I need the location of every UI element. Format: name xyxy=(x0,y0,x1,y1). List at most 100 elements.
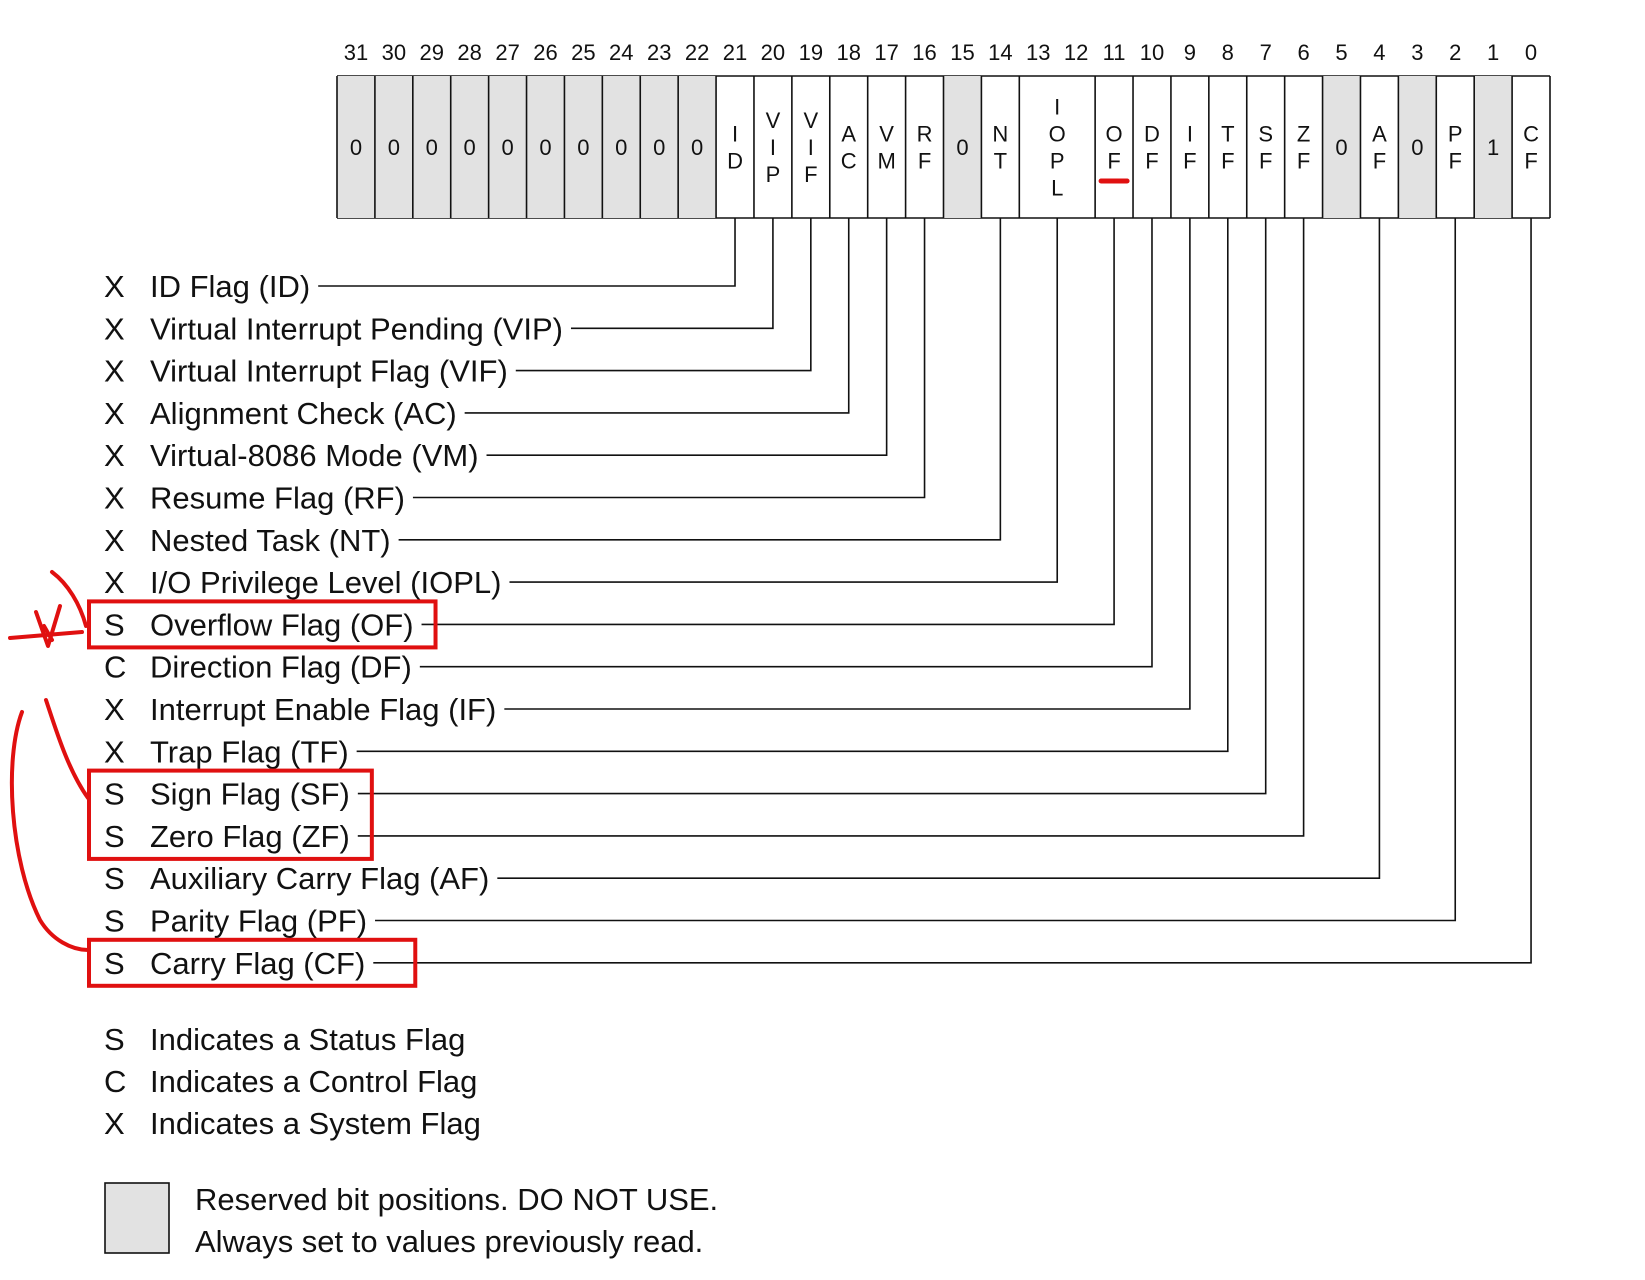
reserved-cell-30 xyxy=(374,76,413,218)
cell-label-22: 0 xyxy=(691,135,703,160)
cell-label-8: F xyxy=(1221,149,1234,174)
bit-number-29: 29 xyxy=(420,40,444,65)
cell-label-21: I xyxy=(732,122,738,147)
cell-label-1: 1 xyxy=(1487,135,1499,160)
cell-label-26: 0 xyxy=(539,135,551,160)
cell-label-18: A xyxy=(841,122,856,147)
cell-label-6: F xyxy=(1297,149,1310,174)
bit-number-28: 28 xyxy=(457,40,481,65)
connector-14 xyxy=(398,218,1002,541)
flag-name-9: Interrupt Enable Flag (IF) xyxy=(150,692,496,727)
connector-lines xyxy=(318,218,1532,964)
bit-number-17: 17 xyxy=(874,40,898,65)
flag-type-4: S xyxy=(104,861,125,896)
cell-label-13: P xyxy=(1050,149,1065,174)
reserved-swatch xyxy=(104,1182,170,1254)
cell-label-19: F xyxy=(804,162,817,187)
red-annotations xyxy=(8,178,1130,988)
flag-type-14: X xyxy=(104,523,125,558)
legend-type-S: S xyxy=(104,1022,125,1057)
flag-name-0: Carry Flag (CF) xyxy=(150,946,365,981)
cell-label-11: F xyxy=(1107,149,1120,174)
flag-name-7: Sign Flag (SF) xyxy=(150,777,350,812)
bit-number-14: 14 xyxy=(988,40,1012,65)
reserved-cell-22 xyxy=(678,76,717,218)
connector-19 xyxy=(515,218,812,372)
cell-label-10: D xyxy=(1144,122,1160,147)
cell-label-29: 0 xyxy=(426,135,438,160)
legend-type-X: X xyxy=(104,1106,125,1141)
bit-number-12: 12 xyxy=(1064,40,1088,65)
cell-label-20: I xyxy=(770,135,776,160)
flag-type-20: X xyxy=(104,311,125,346)
cell-label-19: V xyxy=(803,108,818,133)
flag-type-11: S xyxy=(104,607,125,642)
cell-label-27: 0 xyxy=(501,135,513,160)
bit-number-26: 26 xyxy=(533,40,557,65)
bit-number-25: 25 xyxy=(571,40,595,65)
connector-18 xyxy=(464,218,850,414)
reserved-cell-28 xyxy=(450,76,489,218)
bit-number-1: 1 xyxy=(1487,40,1499,65)
reserved-cell-3 xyxy=(1398,76,1437,218)
cell-label-14: N xyxy=(992,122,1008,147)
cell-label-30: 0 xyxy=(388,135,400,160)
flag-name-10: Direction Flag (DF) xyxy=(150,650,412,685)
bit-number-8: 8 xyxy=(1222,40,1234,65)
reserved-cell-25 xyxy=(564,76,603,218)
bit-number-13: 13 xyxy=(1026,40,1050,65)
reserved-note-line2: Always set to values previously read. xyxy=(195,1224,703,1259)
cell-label-20: P xyxy=(766,162,781,187)
bit-number-23: 23 xyxy=(647,40,671,65)
cell-label-4: F xyxy=(1373,149,1386,174)
reserved-cell-26 xyxy=(526,76,565,218)
cell-label-9: F xyxy=(1183,149,1196,174)
connector-6 xyxy=(357,218,1305,837)
cell-label-25: 0 xyxy=(577,135,589,160)
bit-number-16: 16 xyxy=(912,40,936,65)
bit-number-19: 19 xyxy=(799,40,823,65)
connector-11 xyxy=(421,218,1115,626)
connector-2 xyxy=(375,218,1457,922)
connector-4 xyxy=(497,218,1381,879)
bit-number-31: 31 xyxy=(344,40,368,65)
connector-9 xyxy=(504,218,1191,710)
flag-type-18: X xyxy=(104,396,125,431)
cell-label-0: F xyxy=(1524,149,1537,174)
flag-type-7: S xyxy=(104,777,125,812)
cell-label-13: O xyxy=(1049,122,1066,147)
highlight-box-sf-zf xyxy=(87,768,374,861)
cell-label-10: F xyxy=(1145,149,1158,174)
cell-label-23: 0 xyxy=(653,135,665,160)
reserved-cell-31 xyxy=(337,76,375,218)
connector-8 xyxy=(356,218,1229,753)
bit-number-21: 21 xyxy=(723,40,747,65)
flag-name-20: Virtual Interrupt Pending (VIP) xyxy=(150,311,563,346)
flag-type-13: X xyxy=(104,565,125,600)
bit-number-15: 15 xyxy=(950,40,974,65)
bit-number-27: 27 xyxy=(495,40,519,65)
flag-name-2: Parity Flag (PF) xyxy=(150,904,367,939)
reserved-cell-1 xyxy=(1474,76,1513,218)
connector-0 xyxy=(373,218,1532,964)
cell-label-14: T xyxy=(994,149,1007,174)
connector-21 xyxy=(318,218,736,287)
cell-label-11: O xyxy=(1106,122,1123,147)
cell-label-28: 0 xyxy=(464,135,476,160)
bit-number-3: 3 xyxy=(1411,40,1423,65)
legend-text-C: Indicates a Control Flag xyxy=(150,1064,477,1099)
flag-name-16: Resume Flag (RF) xyxy=(150,481,405,516)
flag-type-21: X xyxy=(104,269,125,304)
reserved-cell-5 xyxy=(1322,76,1361,218)
reserved-cell-23 xyxy=(640,76,679,218)
flag-type-19: X xyxy=(104,354,125,389)
annot-arrow-mark xyxy=(8,604,84,648)
flag-type-8: X xyxy=(104,734,125,769)
annot-curve-top xyxy=(50,570,88,628)
highlight-box-cf xyxy=(87,937,418,988)
